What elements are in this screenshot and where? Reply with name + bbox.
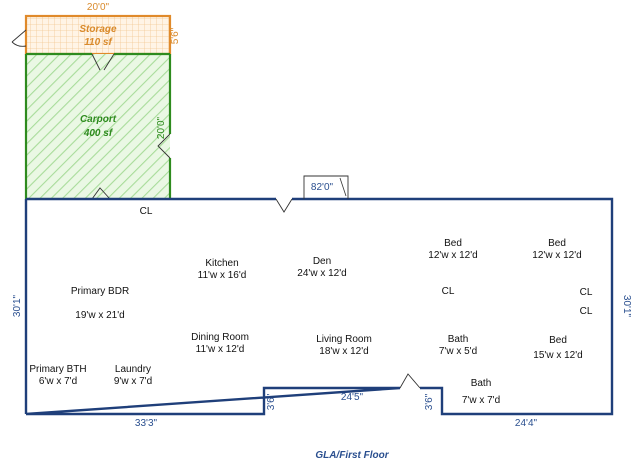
storage-door-swing — [11, 29, 27, 43]
carport-area-label: 400 sf — [83, 128, 114, 139]
rear-door — [399, 373, 421, 389]
room-laundry-size: 9'w x 7'd — [114, 376, 152, 387]
notch-left-dim: 3'6" — [266, 393, 277, 410]
room-primary-bdr-size: 19'w x 21'd — [75, 310, 124, 321]
room-bed1-name: Bed — [444, 238, 462, 249]
room-bath2-size: 7'w x 7'd — [462, 395, 500, 406]
storage-width-dim: 20'0" — [87, 2, 110, 13]
room-kitchen-size: 11'w x 16'd — [198, 270, 247, 281]
carport-door-bottom — [91, 187, 111, 200]
storage-label: Storage — [79, 24, 117, 35]
closet-labels: CL CL CL CL — [140, 206, 593, 317]
room-bed2-name: Bed — [548, 238, 566, 249]
room-living-name: Living Room — [316, 334, 372, 345]
room-bed3-size: 15'w x 12'd — [533, 350, 582, 361]
notch-right-dim: 3'6" — [424, 393, 435, 410]
room-labels: Kitchen 11'w x 16'd Den 24'w x 12'd Bed … — [29, 238, 582, 406]
carport-label: Carport — [80, 114, 117, 125]
top-bay — [303, 175, 349, 199]
room-bed1-size: 12'w x 12'd — [428, 250, 477, 261]
house-bottom-mid-dim: 24'5" — [341, 392, 364, 403]
room-dining-name: Dining Room — [191, 332, 249, 343]
carport-door-top — [91, 53, 115, 71]
house-area: 82'0" 30'1" 30'1" 33'3" 24'5" 24'4" 3'6"… — [12, 175, 632, 429]
storage-area-label: 110 sf — [84, 37, 113, 48]
room-primary-bdr-name: Primary BDR — [71, 286, 129, 297]
room-laundry-name: Laundry — [115, 364, 151, 375]
carport-depth-dim: 20'0" — [156, 116, 167, 139]
carport-walls — [24, 52, 172, 199]
room-bed2-size: 12'w x 12'd — [532, 250, 581, 261]
closet-label-4: CL — [580, 306, 593, 317]
closet-label-3: CL — [580, 287, 593, 298]
room-bath2-name: Bath — [471, 378, 492, 389]
room-den-size: 24'w x 12'd — [297, 268, 346, 279]
carport-fill — [26, 54, 170, 199]
house-walls — [25, 197, 614, 416]
storage-door-arc — [11, 41, 27, 47]
room-primary-bth-size: 6'w x 7'd — [39, 376, 77, 387]
room-den-name: Den — [313, 256, 331, 267]
storage-depth-dim: 5'6" — [170, 27, 181, 44]
carport-door-side — [157, 133, 171, 159]
storage-outline — [24, 14, 172, 56]
floor-caption: GLA/First Floor — [315, 450, 389, 460]
room-bath1-name: Bath — [448, 334, 469, 345]
closet-label-1: CL — [140, 206, 153, 217]
room-dining-size: 11'w x 12'd — [196, 344, 245, 355]
house-top-dim: 82'0" — [311, 182, 334, 193]
storage-area: Storage 110 sf 20'0" 5'6" — [11, 2, 181, 56]
house-bottom-left-dim: 33'3" — [135, 418, 158, 429]
house-bottom-right-dim: 24'4" — [515, 418, 538, 429]
front-door — [275, 198, 293, 213]
room-kitchen-name: Kitchen — [205, 258, 238, 269]
closet-label-2: CL — [442, 286, 455, 297]
room-living-size: 18'w x 12'd — [319, 346, 368, 357]
house-left-dim: 30'1" — [12, 294, 23, 317]
carport-area: Carport 400 sf 20'0" — [24, 52, 172, 200]
room-primary-bth-name: Primary BTH — [29, 364, 86, 375]
room-bed3-name: Bed — [549, 335, 567, 346]
room-bath1-size: 7'w x 5'd — [439, 346, 477, 357]
house-right-dim: 30'1" — [621, 295, 632, 318]
top-bay-line — [339, 177, 347, 197]
